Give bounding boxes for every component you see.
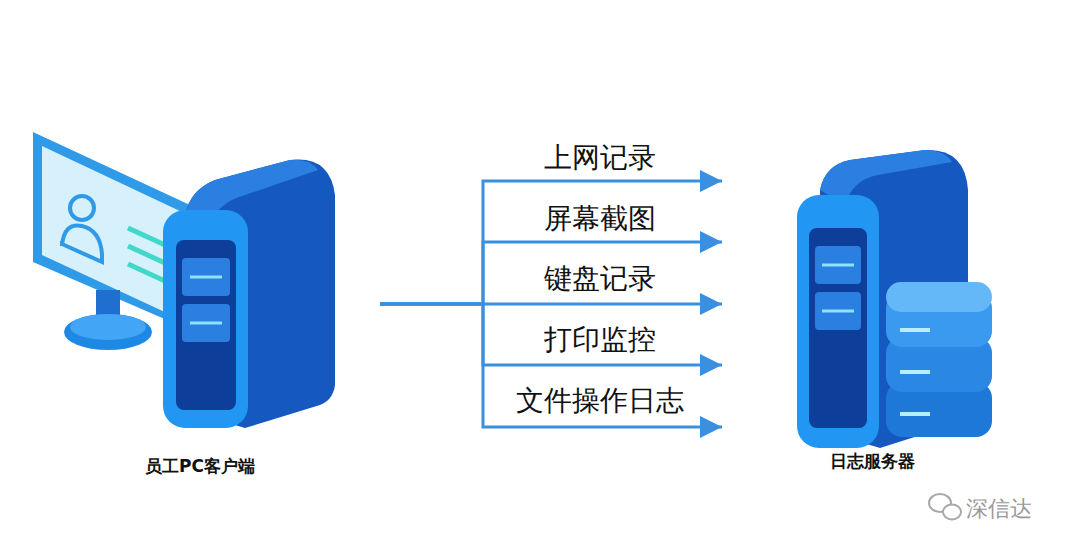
pc-tower-front (163, 210, 248, 428)
database-top (886, 282, 992, 312)
screen-line (128, 246, 165, 263)
node-label-holder: 日志服务器 (722, 451, 1022, 471)
screen-line (128, 228, 165, 245)
edge-label: 屏幕截图 (540, 203, 660, 235)
node-label: 日志服务器 (722, 451, 1022, 471)
user-icon-body (62, 225, 102, 262)
database-stripe (900, 370, 930, 374)
edge-label: 文件操作日志 (512, 385, 688, 417)
edge-label: 打印监控 (540, 324, 660, 356)
database-stripe (900, 412, 930, 416)
server-node: 日志服务器 (722, 140, 1022, 475)
monitor-stand (70, 314, 146, 340)
monitor-stand (64, 314, 152, 350)
edge-label: 键盘记录 (540, 263, 660, 295)
server-tower-front (797, 195, 879, 448)
database-stripe (900, 328, 930, 332)
watermark: 深信达 (966, 494, 1032, 524)
flow-arrow (380, 242, 722, 304)
wechat-icon (943, 505, 961, 520)
user-icon-head (70, 196, 94, 220)
drive-bay (815, 292, 861, 330)
client-node: 员工PC客户端 (20, 120, 380, 480)
drive-slot (190, 276, 222, 279)
flow-arrow (380, 181, 722, 304)
drive-slot (190, 322, 222, 325)
flow-arrow (380, 304, 722, 365)
drive-bay (815, 246, 861, 284)
node-label: 员工PC客户端 (20, 456, 380, 476)
edge-label: 上网记录 (540, 142, 660, 174)
drive-bay (182, 258, 230, 296)
flow-arrow (380, 304, 722, 427)
drive-slot (822, 264, 854, 267)
pc-tower-panel (176, 240, 236, 410)
node-label-holder: 员工PC客户端 (20, 456, 380, 476)
screen-line (128, 264, 165, 281)
drive-slot (822, 310, 854, 313)
server-panel (809, 228, 867, 428)
drive-bay (182, 304, 230, 342)
